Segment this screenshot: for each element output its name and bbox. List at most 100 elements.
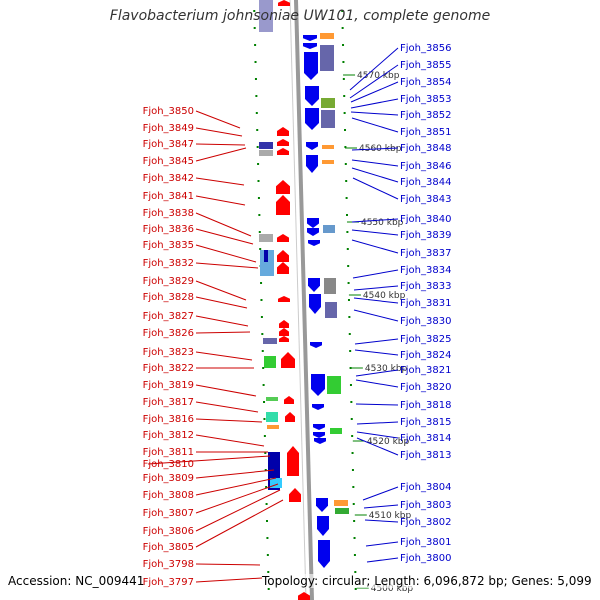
gene-label-right: Fjoh_3813 [356,437,451,461]
tick-dot [261,333,264,335]
gene-feature-right [313,432,325,438]
gene-label-text: Fjoh_3813 [400,450,451,461]
gene-label-left: Fjoh_3827 [143,311,249,327]
gene-label-right: Fjoh_3834 [352,265,451,279]
gene-block-right [335,508,349,514]
tick-dot [354,571,357,573]
tick-dot [346,231,349,233]
gene-label-right: Fjoh_3821 [355,365,451,377]
gene-block-left [267,425,279,429]
tick-dot [343,95,346,97]
leader-line [351,117,399,133]
scale-label: 4550 kbp [361,218,404,228]
gene-feature-left [285,412,295,422]
gene-label-right: Fjoh_3844 [351,167,451,188]
accession-text: Accession: NC_009441 [8,574,145,588]
gene-label-text: Fjoh_3815 [400,417,451,428]
gene-label-right: Fjoh_3825 [354,334,451,345]
gene-label-text: Fjoh_3830 [400,316,451,327]
gene-label-right: Fjoh_3802 [364,517,451,528]
gene-block-right [324,278,336,294]
gene-label-left: Fjoh_3819 [143,380,257,397]
gene-label-left: Fjoh_3807 [143,483,279,519]
gene-feature-right [308,240,320,246]
gene-label-left: Fjoh_3810 [143,455,271,470]
gene-label-text: Fjoh_3829 [143,276,194,287]
gene-block-left [264,356,276,368]
tick-dot [346,248,349,250]
tick-dot [343,112,346,114]
tick-dot [257,163,260,165]
gene-label-text: Fjoh_3828 [143,292,194,303]
tick-dot [257,180,260,182]
gene-label-text: Fjoh_3852 [400,110,451,121]
gene-label-text: Fjoh_3833 [400,281,451,292]
gene-label-text: Fjoh_3812 [143,430,194,441]
leader-line [195,280,247,301]
leader-line [351,147,399,151]
scale-label: 4540 kbp [363,291,406,301]
leader-line [195,228,254,245]
gene-block-right [325,302,337,318]
leader-line [195,110,241,129]
genome-summary: Topology: circular; Length: 6,096,872 bp… [262,574,592,588]
gene-feature-right [308,278,320,292]
tick-dot [253,27,256,29]
gene-label-text: Fjoh_3826 [143,328,194,339]
gene-label-right: Fjoh_3818 [355,400,451,411]
gene-feature-left [277,139,289,146]
gene-label-right: Fjoh_3848 [351,143,451,154]
leader-line [354,338,399,345]
gene-feature-right [318,540,330,568]
gene-label-text: Fjoh_3831 [400,298,451,309]
gene-label-right: Fjoh_3801 [365,537,451,548]
gene-label-right: Fjoh_3814 [356,431,451,444]
gene-label-left: Fjoh_3808 [143,477,277,501]
leader-line [195,296,248,309]
tick-dot [265,486,268,488]
gene-label-text: Fjoh_3850 [143,106,194,117]
gene-label-text: Fjoh_3801 [400,537,451,548]
gene-label-left: Fjoh_3847 [143,139,246,150]
tick-dot [344,129,347,131]
gene-label-left: Fjoh_3832 [143,258,259,269]
gene-label-right: Fjoh_3839 [351,229,451,241]
tick-dot [260,299,263,301]
gene-label-text: Fjoh_3840 [400,214,451,225]
gene-label-left: Fjoh_3812 [143,430,265,447]
gene-label-text: Fjoh_3810 [143,459,194,470]
gene-feature-right [316,498,328,512]
tick-dot [256,146,259,148]
leader-line [351,239,399,254]
gene-label-text: Fjoh_3805 [143,542,194,553]
gene-feature-right [317,516,329,536]
gene-label-text: Fjoh_3841 [143,191,194,202]
gene-feature-left [279,320,289,328]
gene-feature-right [306,155,318,173]
tick-dot [353,520,356,522]
gene-feature-right [314,438,326,444]
leader-line [353,309,399,322]
gene-label-text: Fjoh_3851 [400,127,451,138]
gene-label-left: Fjoh_3806 [143,489,281,537]
gene-label-left: Fjoh_3826 [143,328,251,339]
gene-feature-right [309,294,321,314]
gene-label-right: Fjoh_3837 [351,239,451,259]
leader-line [350,81,399,103]
leader-line [195,384,257,397]
gene-label-text: Fjoh_3809 [143,473,194,484]
leader-line [356,421,399,425]
gene-feature-left [277,148,289,155]
gene-label-text: Fjoh_3803 [400,500,451,511]
leader-line [195,262,259,269]
gene-label-text: Fjoh_3839 [400,230,451,241]
tick-dot [353,554,356,556]
tick-dot [259,248,262,250]
gene-label-right: Fjoh_3854 [350,77,451,103]
gene-block-left [259,0,273,32]
gene-label-text: Fjoh_3846 [400,161,451,172]
tick-dot [347,282,350,284]
gene-block-right [320,45,334,71]
gene-feature-right [307,228,319,236]
leader-line [356,431,399,439]
